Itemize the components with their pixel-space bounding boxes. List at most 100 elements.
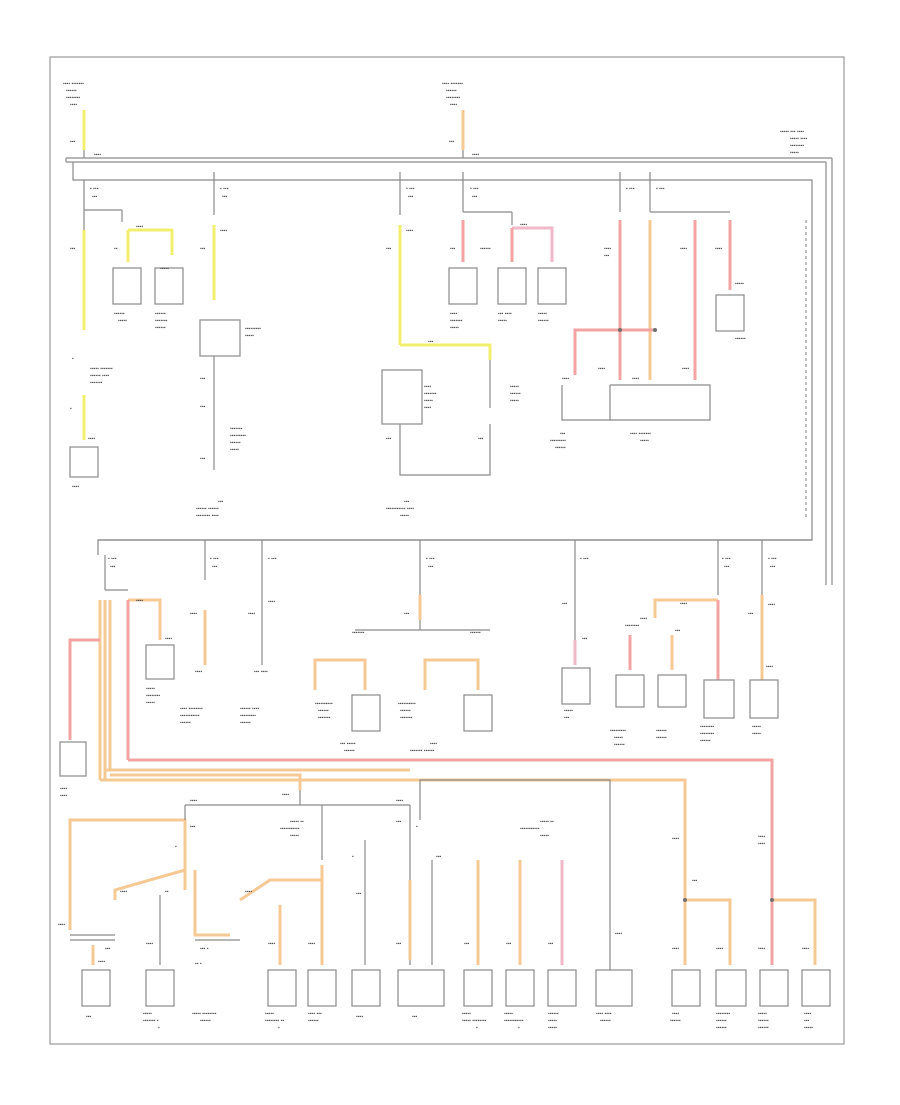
svg-text:▪▪▪▪▪▪▪: ▪▪▪▪▪▪▪	[424, 391, 437, 397]
svg-text:▪▪▪▪: ▪▪▪▪	[190, 611, 197, 617]
svg-text:▪▪▪▪▪▪▪: ▪▪▪▪▪▪▪	[318, 715, 331, 721]
svg-text:▪ ▪▪▪: ▪ ▪▪▪	[626, 186, 635, 192]
component-box	[112, 267, 142, 305]
svg-text:▪▪▪▪▪▪▪▪: ▪▪▪▪▪▪▪▪	[66, 95, 80, 101]
component-box	[463, 969, 493, 1007]
svg-text:▪▪▪: ▪▪▪	[582, 636, 588, 642]
svg-text:▪▪▪▪▪▪▪▪ ▪▪: ▪▪▪▪▪▪▪▪ ▪▪	[265, 1018, 284, 1024]
component-box	[657, 674, 687, 708]
svg-text:▪▪▪: ▪▪▪	[450, 246, 456, 252]
svg-text:▪▪▪: ▪▪▪	[560, 431, 566, 437]
branch-l8: ▪▪▪▪ ▪▪▪▪ ▪▪▪▪ ▪▪▪▪▪▪	[595, 931, 633, 1024]
svg-text:▪▪▪▪: ▪▪▪▪	[190, 798, 197, 804]
svg-text:▪▪▪▪: ▪▪▪▪	[562, 376, 569, 382]
svg-text:▪▪▪: ▪▪▪	[70, 139, 76, 145]
svg-text:▪▪▪▪: ▪▪▪▪	[98, 959, 105, 965]
svg-text:▪▪▪▪▪▪: ▪▪▪▪▪▪	[656, 735, 667, 741]
svg-text:▪▪▪▪▪ ▪▪▪▪▪▪▪: ▪▪▪▪▪ ▪▪▪▪▪▪▪	[90, 366, 113, 372]
svg-text:▪▪▪▪: ▪▪▪▪	[768, 602, 775, 608]
svg-text:▪▪▪: ▪▪▪	[386, 246, 392, 252]
svg-text:▪▪▪▪▪▪▪▪▪: ▪▪▪▪▪▪▪▪▪	[245, 326, 261, 332]
svg-text:▪▪▪▪▪▪▪: ▪▪▪▪▪▪▪	[450, 318, 463, 324]
svg-text:▪▪▪: ▪▪▪	[200, 456, 206, 462]
branch-m7: ▪ ▪▪▪ ▪▪▪ ▪▪▪▪ ▪▪▪ ▪▪▪▪ ▪▪▪▪▪ ▪▪▪▪▪	[748, 540, 779, 737]
svg-text:▪▪▪▪▪▪: ▪▪▪▪▪▪	[656, 728, 667, 734]
svg-text:▪▪▪▪: ▪▪▪▪	[804, 1011, 811, 1017]
svg-text:▪▪▪▪: ▪▪▪▪	[802, 946, 809, 952]
component-box	[801, 969, 831, 1007]
svg-text:▪▪▪▪: ▪▪▪▪	[450, 311, 457, 317]
svg-text:▪▪▪▪▪▪: ▪▪▪▪▪▪	[700, 738, 711, 744]
svg-text:▪▪▪▪▪: ▪▪▪▪▪	[790, 150, 799, 156]
svg-text:▪: ▪	[476, 1025, 478, 1031]
svg-text:▪▪▪▪▪▪▪▪: ▪▪▪▪▪▪▪▪	[625, 623, 639, 629]
component-box	[351, 694, 381, 732]
svg-text:▪▪▪: ▪▪▪	[436, 854, 442, 860]
svg-text:▪▪▪▪▪▪▪▪: ▪▪▪▪▪▪▪▪	[146, 693, 160, 699]
svg-text:▪▪▪▪▪▪▪ ▪▪▪▪▪▪: ▪▪▪▪▪▪▪ ▪▪▪▪▪▪	[410, 748, 435, 754]
svg-text:▪▪▪▪▪: ▪▪▪▪▪	[245, 333, 254, 339]
top-right-label: ▪▪▪▪▪ ▪▪▪ ▪▪▪▪ ▪▪▪▪▪ ▪▪▪▪ ▪▪▪▪▪▪▪▪ ▪▪▪▪▪	[780, 129, 808, 156]
svg-text:▪▪▪ ▪▪▪▪: ▪▪▪ ▪▪▪▪	[498, 311, 512, 317]
svg-text:▪▪▪▪: ▪▪▪▪	[282, 792, 289, 798]
svg-text:▪▪▪▪▪▪▪▪ ▪▪▪▪: ▪▪▪▪▪▪▪▪ ▪▪▪▪	[196, 513, 219, 519]
svg-text:▪▪▪▪▪ ▪▪▪ ▪▪▪▪: ▪▪▪▪▪ ▪▪▪ ▪▪▪▪	[780, 129, 804, 135]
svg-text:▪▪▪▪: ▪▪▪▪	[672, 946, 679, 952]
svg-text:▪▪▪: ▪▪▪	[356, 891, 362, 897]
svg-text:▪▪▪: ▪▪▪	[478, 436, 484, 442]
svg-text:▪: ▪	[518, 1025, 520, 1031]
svg-text:▪▪▪▪▪▪ ▪▪▪▪: ▪▪▪▪▪▪ ▪▪▪▪	[240, 706, 259, 712]
svg-text:▪: ▪	[416, 824, 418, 830]
svg-text:▪ ▪▪▪: ▪ ▪▪▪	[656, 186, 665, 192]
svg-text:▪▪▪▪▪: ▪▪▪▪▪	[735, 281, 744, 287]
svg-text:▪ ▪▪▪: ▪ ▪▪▪	[470, 186, 479, 192]
svg-text:▪▪▪▪▪: ▪▪▪▪▪	[510, 398, 519, 404]
svg-text:▪▪▪▪▪: ▪▪▪▪▪	[230, 447, 239, 453]
svg-text:▪▪▪▪: ▪▪▪▪	[680, 601, 687, 607]
svg-text:▪▪ ▪: ▪▪ ▪	[195, 961, 202, 967]
svg-text:▪▪▪: ▪▪▪	[86, 1014, 92, 1020]
svg-text:▪▪▪▪▪▪: ▪▪▪▪▪▪	[200, 1018, 211, 1024]
svg-text:▪▪▪▪▪▪▪▪: ▪▪▪▪▪▪▪▪	[446, 95, 460, 101]
component-box	[448, 267, 478, 305]
relay-box	[381, 369, 423, 425]
svg-text:▪▪▪▪▪▪▪: ▪▪▪▪▪▪▪	[90, 380, 103, 386]
svg-text:▪: ▪	[72, 356, 74, 362]
component-box	[561, 667, 591, 705]
svg-text:▪▪▪▪▪: ▪▪▪▪▪	[538, 311, 547, 317]
svg-text:▪▪▪ ▪▪▪▪: ▪▪▪ ▪▪▪▪	[254, 669, 268, 675]
branch-m1: ▪ ▪▪▪ ▪▪▪ ▪▪▪▪ ▪▪▪▪ ▪▪▪▪ ▪▪▪▪ ▪▪▪▪▪ ▪▪▪▪…	[59, 555, 175, 799]
svg-text:▪▪▪▪▪▪▪▪▪▪: ▪▪▪▪▪▪▪▪▪▪	[398, 701, 416, 707]
branch-4: ▪ ▪▪▪ ▪▪▪ ▪▪▪▪ ▪▪▪ ▪▪▪▪▪▪ ▪▪▪▪ ▪▪▪▪▪▪▪ ▪…	[448, 172, 567, 331]
svg-text:▪▪▪▪▪▪: ▪▪▪▪▪▪	[470, 630, 481, 636]
svg-text:▪▪▪▪: ▪▪▪▪	[58, 922, 65, 928]
svg-text:▪▪▪▪: ▪▪▪▪	[598, 366, 605, 372]
relay-box	[199, 319, 241, 357]
svg-text:▪▪▪▪: ▪▪▪▪	[136, 224, 143, 230]
svg-text:▪▪▪▪: ▪▪▪▪	[268, 941, 275, 947]
svg-text:▪▪▪: ▪▪▪	[506, 941, 512, 947]
svg-text:▪▪▪▪: ▪▪▪▪	[672, 1011, 679, 1017]
svg-text:▪▪▪▪▪▪▪ ▪: ▪▪▪▪▪▪▪ ▪	[143, 1018, 159, 1024]
branch-m5: ▪ ▪▪▪ ▪▪▪ ▪▪▪ ▪▪▪▪▪ ▪▪▪	[561, 540, 591, 721]
svg-text:▪▪▪▪▪: ▪▪▪▪▪	[614, 735, 623, 741]
svg-text:▪▪▪▪: ▪▪▪▪	[672, 836, 679, 842]
svg-text:▪▪▪▪▪▪▪▪▪▪: ▪▪▪▪▪▪▪▪▪▪	[315, 701, 333, 707]
svg-text:▪▪▪▪: ▪▪▪▪	[758, 841, 765, 847]
svg-text:▪: ▪	[158, 1025, 160, 1031]
svg-text:▪▪▪▪▪▪: ▪▪▪▪▪▪	[240, 720, 251, 726]
branch-3: ▪ ▪▪▪ ▪▪▪ ▪▪▪ ▪▪▪▪ ▪▪▪ ▪▪▪▪ ▪▪▪▪▪▪▪ ▪▪▪▪…	[381, 172, 521, 519]
svg-text:▪▪▪▪ ▪▪▪▪▪▪▪: ▪▪▪▪ ▪▪▪▪▪▪▪	[630, 431, 651, 437]
svg-text:▪▪▪: ▪▪▪	[804, 1018, 810, 1024]
svg-text:▪▪▪▪▪▪: ▪▪▪▪▪▪	[480, 246, 491, 252]
svg-text:▪▪▪: ▪▪▪	[675, 628, 681, 634]
svg-text:▪▪▪ ▪▪▪▪▪: ▪▪▪ ▪▪▪▪▪	[340, 741, 356, 747]
svg-text:▪▪▪▪: ▪▪▪▪	[94, 152, 101, 158]
svg-text:▪▪▪▪: ▪▪▪▪	[60, 793, 67, 799]
upper-fuse-enclosure	[72, 162, 813, 555]
svg-text:▪▪▪▪: ▪▪▪▪	[715, 246, 722, 252]
svg-text:▪ ▪▪▪: ▪ ▪▪▪	[220, 186, 229, 192]
svg-text:▪▪▪▪▪▪▪▪▪▪▪: ▪▪▪▪▪▪▪▪▪▪▪	[180, 713, 200, 719]
svg-text:▪▪▪▪▪: ▪▪▪▪▪	[118, 318, 127, 324]
svg-text:▪▪▪: ▪▪▪	[190, 824, 196, 830]
